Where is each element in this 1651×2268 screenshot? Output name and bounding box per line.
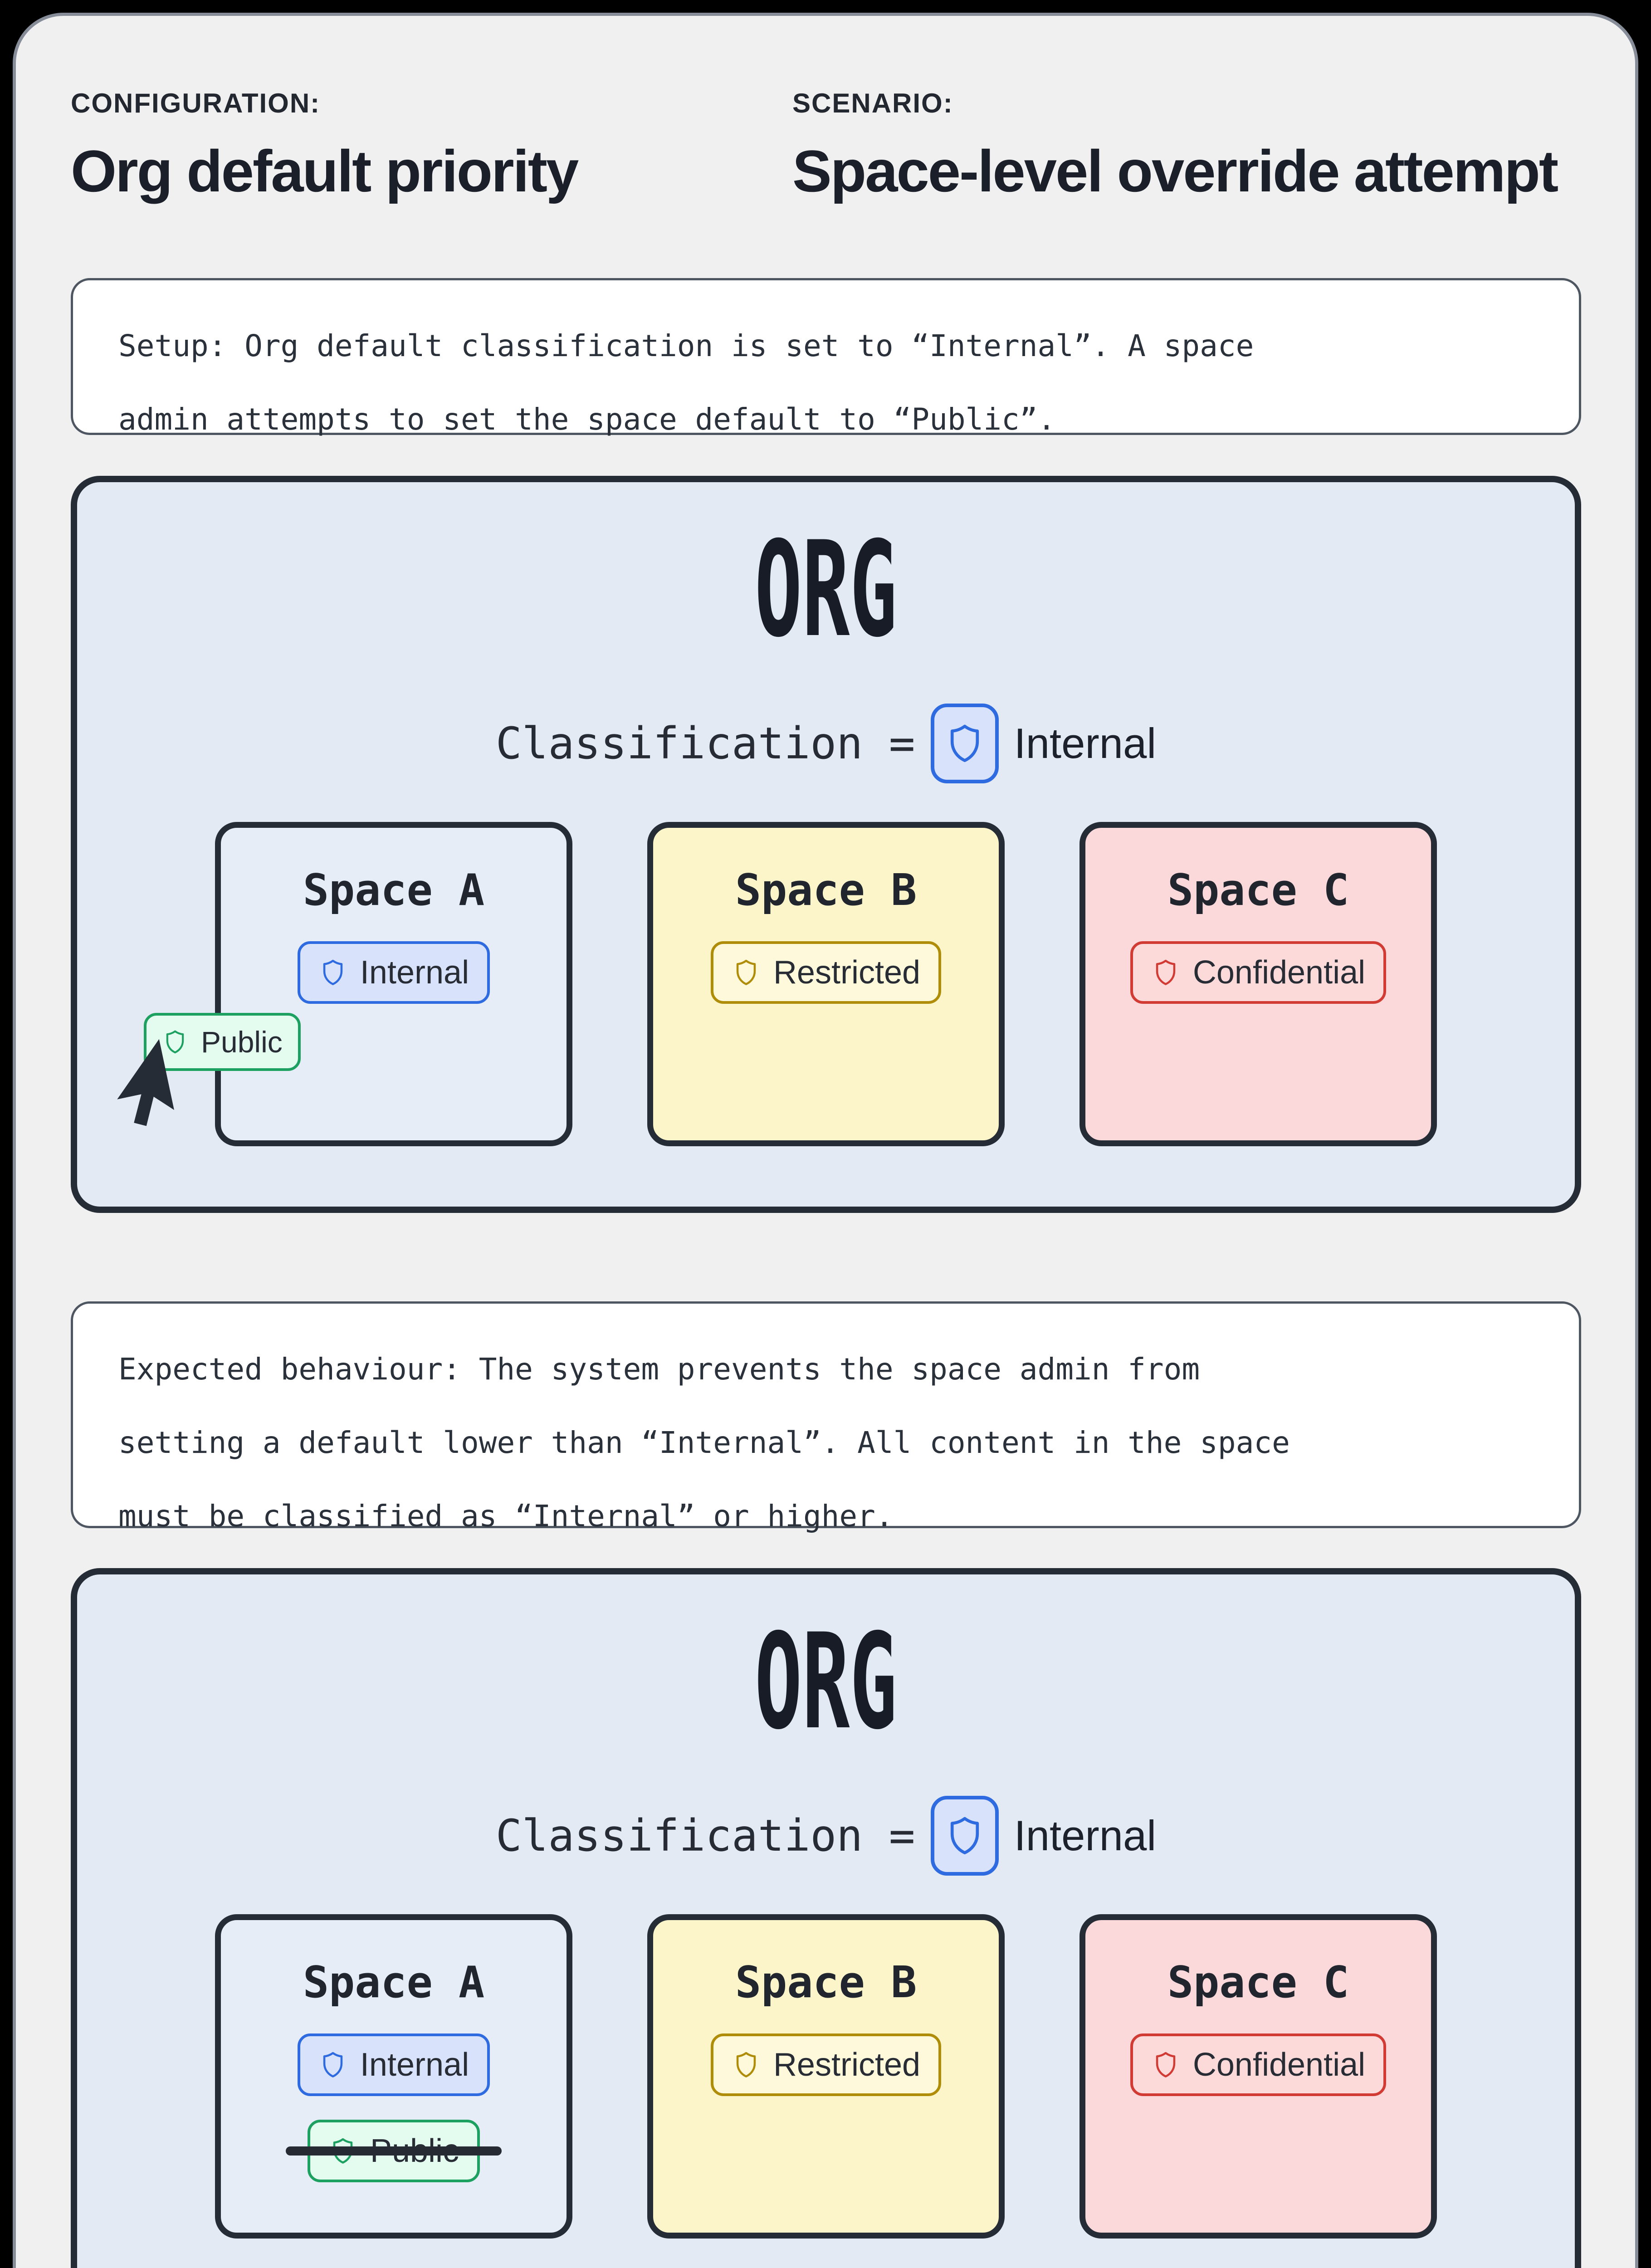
space-card-b: Space B Restricted [647, 822, 1005, 1146]
scenario-title: Space-level override attempt [792, 138, 1558, 204]
shield-icon [318, 958, 347, 987]
shield-icon [943, 1814, 986, 1857]
classification-label: Classification = [495, 718, 915, 769]
configuration-title: Org default priority [71, 138, 579, 204]
classification-label: Classification = [495, 1810, 915, 1861]
configuration-header: CONFIGURATION: Org default priority [71, 88, 579, 205]
classification-value: Internal [1014, 1812, 1157, 1859]
expected-behaviour-note: Expected behaviour: The system prevents … [71, 1301, 1581, 1534]
space-card-c: Space C Confidential [1080, 1914, 1437, 2239]
space-title: Space C [1167, 1958, 1349, 2008]
classification-badge-confidential: Confidential [1130, 2033, 1387, 2096]
space-title: Space C [1167, 865, 1349, 915]
org-diagram-after: ORG Classification = Internal Space A In… [71, 1568, 1581, 2268]
shield-icon [318, 2050, 347, 2079]
badge-label: Public [201, 1025, 283, 1059]
strikethrough-line [285, 2146, 502, 2156]
space-card-a: Space A Internal [215, 822, 572, 1146]
setup-note-line: Setup: Org default classification is set… [118, 328, 1254, 363]
badge-label: Confidential [1192, 2047, 1366, 2083]
shield-icon [732, 958, 761, 987]
expected-note-line: Expected behaviour: The system prevents … [118, 1352, 1200, 1387]
org-title: ORG [754, 513, 898, 666]
space-title: Space A [303, 865, 485, 915]
space-title: Space B [735, 1958, 917, 2008]
classification-badge-internal: Internal [297, 2033, 490, 2096]
scenario-header: SCENARIO: Space-level override attempt [792, 88, 1558, 205]
badge-label: Internal [360, 2047, 469, 2083]
setup-note-line: admin attempts to set the space default … [118, 402, 1056, 437]
space-card-b: Space B Restricted [647, 1914, 1005, 2239]
classification-value: Internal [1014, 719, 1157, 767]
scenario-label: SCENARIO: [792, 88, 953, 118]
classification-badge-restricted: Restricted [710, 2033, 942, 2096]
expected-note-line: must be classified as “Internal” or high… [118, 1499, 894, 1534]
classification-badge-restricted: Restricted [710, 941, 942, 1004]
classification-row: Classification = Internal [77, 1796, 1575, 1876]
shield-icon [162, 1029, 188, 1055]
shield-icon [1151, 2050, 1180, 2079]
classification-row: Classification = Internal [77, 704, 1575, 783]
space-card-a: Space A Internal Public [215, 1914, 572, 2239]
classification-badge-confidential: Confidential [1130, 941, 1387, 1004]
classification-badge-internal: Internal [297, 941, 490, 1004]
classification-shield-chip [930, 704, 999, 783]
spaces-row: Space A Internal Public Space B R [77, 1914, 1575, 2239]
canvas-card: CONFIGURATION: Org default priority SCEN… [13, 13, 1638, 2268]
org-diagram-before: ORG Classification = Internal Space A In… [71, 476, 1581, 1213]
rejected-public-badge: Public [285, 2120, 502, 2182]
configuration-label: CONFIGURATION: [71, 88, 321, 118]
space-title: Space B [735, 865, 917, 915]
badge-label: Confidential [1192, 954, 1366, 991]
classification-badge-public: Public [144, 1013, 301, 1071]
space-title: Space A [303, 1958, 485, 2008]
pointer-cursor-icon [117, 1039, 175, 1126]
shield-icon [1151, 958, 1180, 987]
setup-note: Setup: Org default classification is set… [71, 278, 1581, 437]
badge-label: Restricted [773, 954, 921, 991]
shield-icon [732, 2050, 761, 2079]
public-override-badge: Public [144, 1013, 301, 1071]
classification-shield-chip [930, 1796, 999, 1876]
badge-label: Internal [360, 954, 469, 991]
org-title: ORG [754, 1606, 898, 1759]
shield-icon [943, 722, 986, 765]
spaces-row: Space A Internal Space B Restricted Spac… [77, 822, 1575, 1146]
expected-note-line: setting a default lower than “Internal”.… [118, 1425, 1290, 1460]
badge-label: Restricted [773, 2047, 921, 2083]
space-card-c: Space C Confidential [1080, 822, 1437, 1146]
